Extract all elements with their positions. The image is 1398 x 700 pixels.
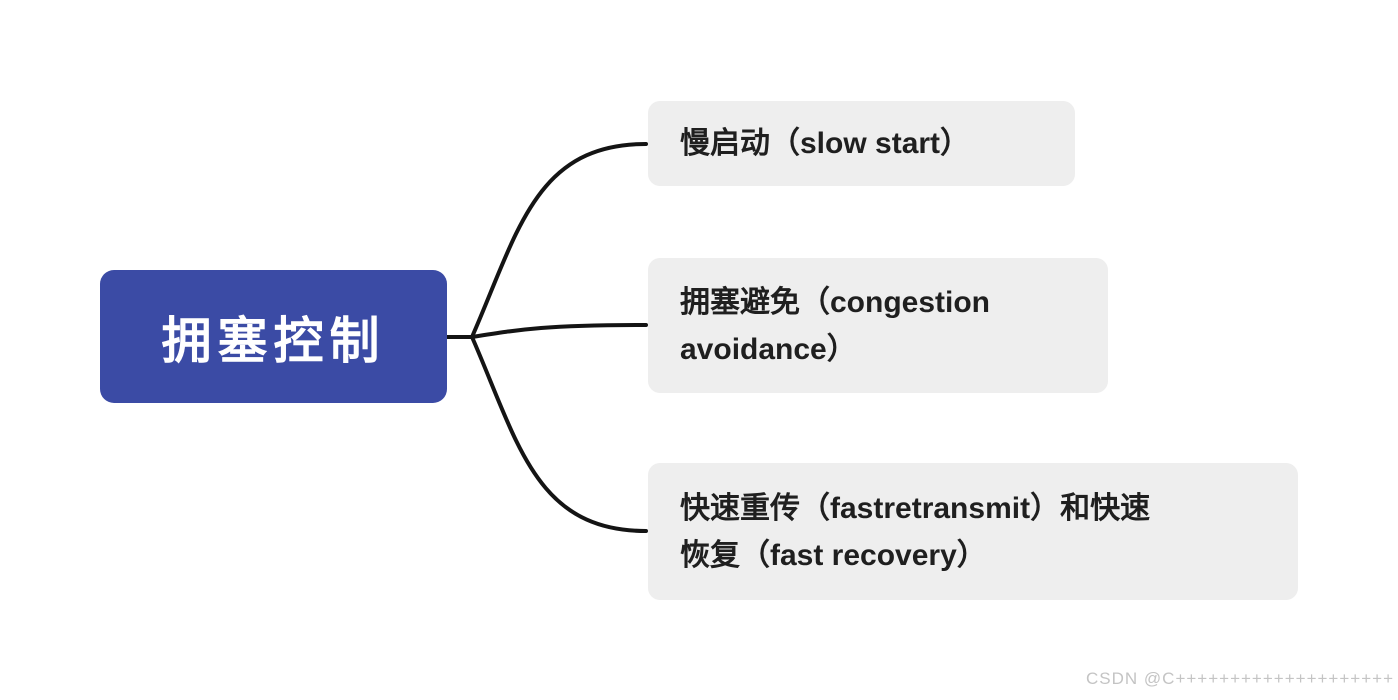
child-node-slow-start[interactable]: 慢启动（slow start） xyxy=(648,101,1075,186)
connector-branch-slow-start xyxy=(470,142,648,339)
root-node-label: 拥塞控制 xyxy=(161,312,386,369)
child-node-label-line: 拥塞避免（congestion xyxy=(680,285,991,319)
connector-branch-congestion-avoidance xyxy=(470,323,648,339)
child-node-label-line: 快速重传（fastretransmit）和快速 xyxy=(680,491,1151,525)
connector-branch-fast-retransmit xyxy=(470,335,648,533)
child-node-label-line: 恢复（fast recovery） xyxy=(680,538,987,572)
child-node-congestion-avoidance[interactable]: 拥塞避免（congestion avoidance） xyxy=(648,258,1108,393)
root-node-congestion-control[interactable]: 拥塞控制 xyxy=(100,270,447,403)
child-node-label-line: avoidance） xyxy=(680,332,857,366)
child-node-fast-retransmit-recovery[interactable]: 快速重传（fastretransmit）和快速 恢复（fast recovery… xyxy=(648,463,1298,600)
watermark-text: CSDN @C++++++++++++++++++++ xyxy=(1086,669,1394,688)
child-node-label-line: 慢启动（slow start） xyxy=(680,127,971,160)
